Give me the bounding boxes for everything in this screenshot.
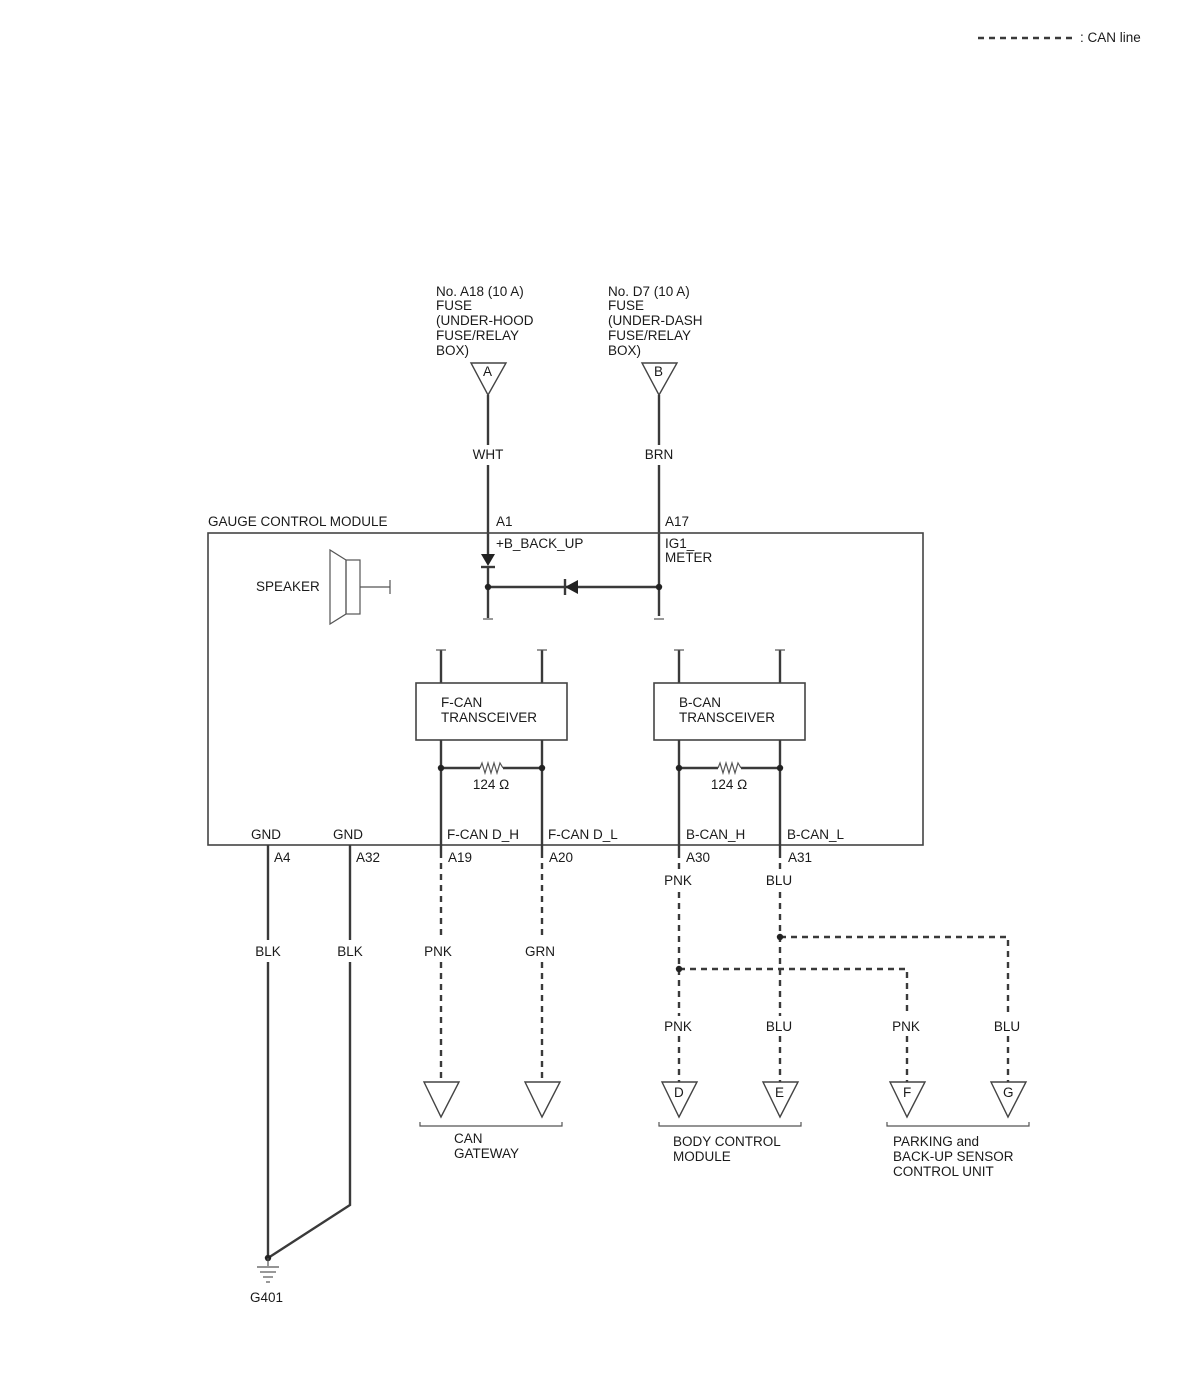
can-line-legend: : CAN line [978, 30, 1141, 45]
ig-diode-icon [563, 579, 578, 595]
bcan-label-line: TRANSCEIVER [679, 710, 775, 725]
junction-dot [776, 764, 784, 772]
connector-b-letter: B [654, 364, 663, 379]
body-control-bracket [658, 1122, 802, 1127]
wire-color-pnk: PNK [664, 1019, 692, 1034]
fuse-a-line: BOX) [436, 343, 469, 358]
fcan-transceiver-box [415, 682, 568, 741]
parking-unit-label-line: PARKING and [893, 1134, 979, 1149]
junction-dot [655, 583, 663, 591]
connector-a-triangle [469, 362, 508, 397]
connector-f-letter: F [903, 1085, 911, 1100]
body-control-label-line: BODY CONTROL [673, 1134, 781, 1149]
bcan-transceiver-box [653, 682, 806, 741]
bcan-resistor-value: 124 Ω [711, 777, 747, 792]
pin-gnd-a4-label: GND [251, 827, 281, 842]
can-gateway-connector-1 [422, 1081, 461, 1119]
wire-color-blk: BLK [255, 944, 281, 959]
fcan-resistor-icon [479, 760, 504, 776]
body-control-label-line: MODULE [673, 1149, 731, 1164]
terminal-a1: A1 [496, 514, 513, 529]
ground-icon [257, 1258, 279, 1283]
parking-unit-bracket [886, 1122, 1030, 1127]
pin-fcan-dh-label: F-CAN D_H [447, 827, 519, 842]
fcan-label-line: TRANSCEIVER [441, 710, 537, 725]
wire-color-blu: BLU [994, 1019, 1020, 1034]
ig-label-line: IG1_ [665, 536, 695, 551]
pin-bcan-l-label: B-CAN_L [787, 827, 845, 842]
junction-dot [675, 764, 683, 772]
wire-color-blu: BLU [766, 1019, 792, 1034]
wire-color-pnk: PNK [892, 1019, 920, 1034]
wire-color-grn: GRN [525, 944, 555, 959]
wire-color-pnk: PNK [424, 944, 452, 959]
module-title: GAUGE CONTROL MODULE [208, 514, 388, 529]
backup-diode-icon [481, 554, 495, 569]
terminal-a31: A31 [788, 850, 812, 865]
terminal-a20: A20 [549, 850, 573, 865]
fuse-a-line: FUSE [436, 298, 472, 313]
terminal-a4: A4 [274, 850, 291, 865]
pin-gnd-a32-label: GND [333, 827, 363, 842]
connector-e-triangle [761, 1081, 800, 1119]
terminal-a30: A30 [686, 850, 710, 865]
ground-label: G401 [250, 1290, 283, 1305]
connector-f-triangle [888, 1081, 927, 1119]
junction-dot [437, 764, 445, 772]
junction-dot [776, 933, 784, 941]
fcan-resistor-value: 124 Ω [473, 777, 509, 792]
connector-d-letter: D [674, 1085, 684, 1100]
gauge-control-module-box [207, 532, 924, 846]
junction-dot [538, 764, 546, 772]
wire-color-blk: BLK [337, 944, 363, 959]
connector-b-triangle [640, 362, 679, 397]
can-gateway-label-line: CAN [454, 1131, 483, 1146]
fuse-a-line: No. A18 (10 A) [436, 284, 524, 299]
fuse-b-line: FUSE [608, 298, 644, 313]
fuse-a-line: FUSE/RELAY [436, 328, 519, 343]
wire-color-wht: WHT [473, 447, 504, 462]
parking-unit-label-line: BACK-UP SENSOR [893, 1149, 1014, 1164]
fuse-b-label: No. D7 (10 A) FUSE (UNDER-DASH FUSE/RELA… [608, 284, 703, 358]
legend-text: : CAN line [1080, 30, 1141, 45]
fuse-b-line: (UNDER-DASH [608, 313, 703, 328]
junction-dot [484, 583, 492, 591]
speaker-icon [329, 548, 391, 626]
pin-fcan-dl-label: F-CAN D_L [548, 827, 618, 842]
parking-unit-label-line: CONTROL UNIT [893, 1164, 994, 1179]
fuse-b-line: No. D7 (10 A) [608, 284, 690, 299]
bcan-label-line: B-CAN [679, 695, 721, 710]
fcan-label-line: F-CAN [441, 695, 482, 710]
connector-g-triangle [989, 1081, 1028, 1119]
wire-color-brn: BRN [645, 447, 674, 462]
fuse-a-line: (UNDER-HOOD [436, 313, 534, 328]
connector-d-triangle [660, 1081, 699, 1119]
bcan-resistor-icon [717, 760, 742, 776]
wire-color-pnk: PNK [664, 873, 692, 888]
connector-a-letter: A [483, 364, 492, 379]
connector-e-letter: E [775, 1085, 784, 1100]
fuse-a-label: No. A18 (10 A) FUSE (UNDER-HOOD FUSE/REL… [436, 284, 534, 358]
wire-pnk-branch [679, 967, 909, 1016]
terminal-a19: A19 [448, 850, 472, 865]
can-gateway-connector-2 [523, 1081, 562, 1119]
can-gateway-bracket [419, 1122, 563, 1127]
fuse-b-line: FUSE/RELAY [608, 328, 691, 343]
speaker-label: SPEAKER [256, 579, 320, 594]
ig-label-line: METER [665, 550, 713, 565]
pin-bcan-h-label: B-CAN_H [686, 827, 745, 842]
wire-color-blu: BLU [766, 873, 792, 888]
connector-g-letter: G [1003, 1085, 1014, 1100]
backup-label: +B_BACK_UP [496, 536, 583, 551]
terminal-a32: A32 [356, 850, 380, 865]
junction-dot [675, 965, 683, 973]
can-gateway-label-line: GATEWAY [454, 1146, 519, 1161]
terminal-a17: A17 [665, 514, 689, 529]
wire-blu-branch [780, 935, 1010, 1016]
wire-gnd-a32-lower [267, 962, 352, 1260]
fuse-b-line: BOX) [608, 343, 641, 358]
